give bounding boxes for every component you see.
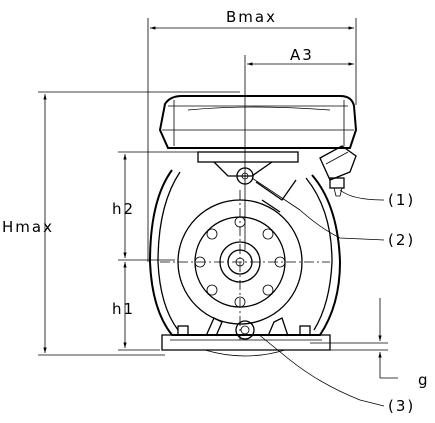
terminal-box [319,145,357,197]
hmax-label: Hmax [2,218,54,236]
leader-lines [251,177,385,407]
h2-label: h2 [112,200,135,218]
callout-3: (3) [388,397,415,415]
g-dimension: g [310,298,430,389]
callout-1: (1) [388,191,415,209]
discharge-port [197,151,299,213]
bmax-dimension: Bmax [147,8,357,262]
hmax-dimension: Hmax [2,91,240,356]
callout-2: (2) [388,231,415,249]
g-label: g [418,371,430,389]
motor-head [158,95,358,149]
h1-label: h1 [112,300,135,318]
h-dimensions: h2 h1 [112,151,205,351]
bmax-label: Bmax [226,8,277,26]
a3-label: A3 [290,46,314,64]
base-feet [161,317,331,357]
